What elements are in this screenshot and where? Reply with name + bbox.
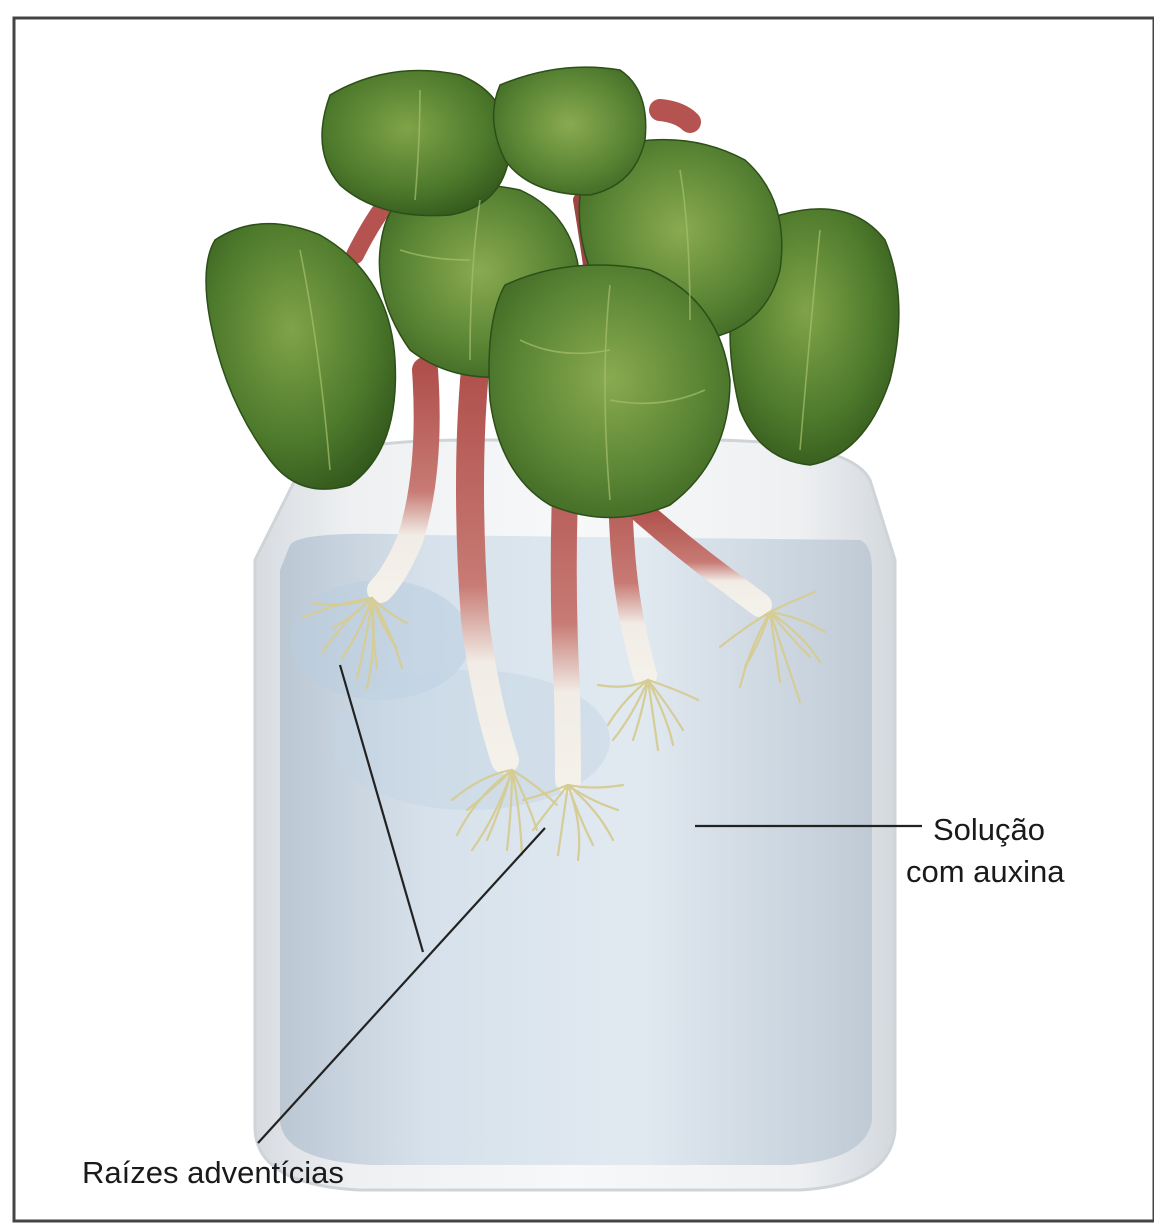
solution-label-line1: Solução [933,812,1045,847]
plant-leaf-icon [206,67,899,517]
roots-label: Raízes adventícias [82,1155,344,1190]
solution-label-line2: com auxina [906,854,1065,889]
